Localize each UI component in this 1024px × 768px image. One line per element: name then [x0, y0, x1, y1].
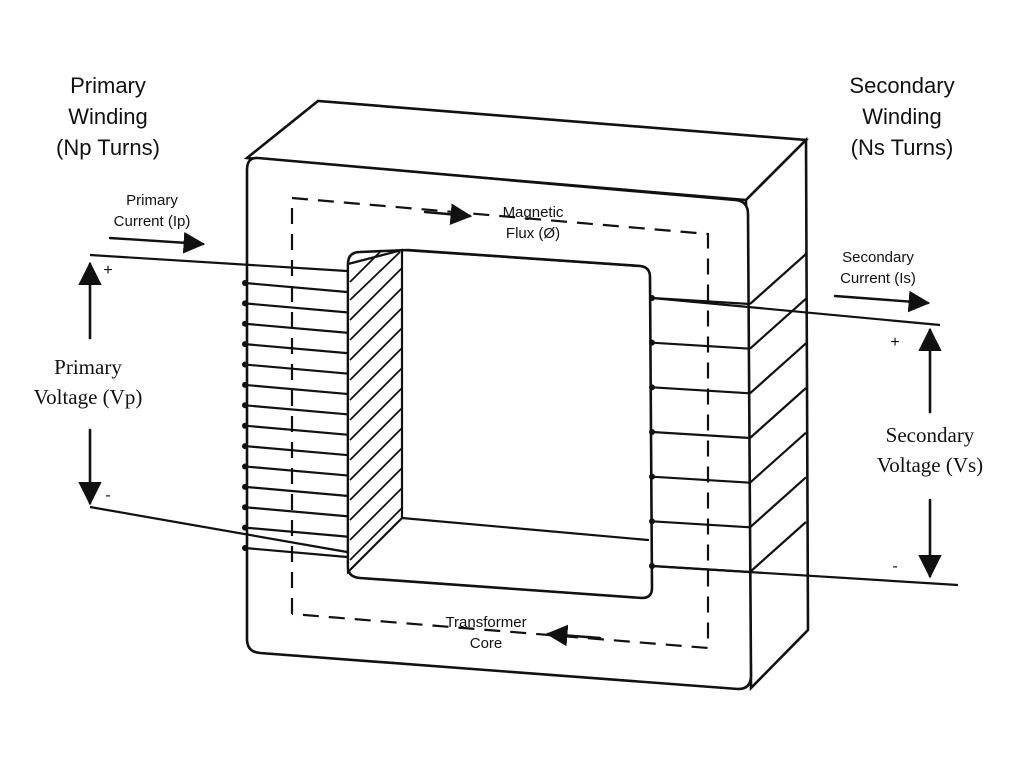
primary-turn	[244, 281, 348, 294]
transformer-core-label-line2: Core	[470, 635, 503, 652]
secondary-current-arrow	[833, 290, 931, 313]
primary-turn	[244, 404, 348, 416]
secondary-turn-wrap	[649, 339, 655, 346]
secondary-turn-wrap	[649, 384, 655, 391]
primary-voltage-label-line1: Primary	[54, 355, 122, 379]
primary-turn	[244, 506, 348, 518]
primary-turn	[244, 465, 348, 477]
secondary-voltage-label-line2: Voltage (Vs)	[877, 453, 983, 477]
magnetic-flux-label-line1: Magnetic	[503, 204, 564, 221]
flux-arrow-top	[423, 203, 473, 226]
primary-voltage-label-line2: Voltage (Vp)	[34, 385, 143, 409]
primary-winding-label-line1: Primary	[70, 73, 146, 98]
core-window-depth	[346, 248, 404, 575]
secondary-current-label-line1: Secondary	[842, 249, 914, 266]
secondary-turn	[651, 386, 751, 395]
primary-lead-top	[89, 253, 348, 273]
primary-winding-label-line3: (Np Turns)	[56, 135, 160, 160]
primary-turn-wrap	[242, 422, 248, 429]
secondary-turn-side	[749, 297, 807, 350]
secondary-turn-side	[749, 387, 807, 439]
primary-winding	[242, 280, 348, 559]
primary-winding-label: Primary Winding (Np Turns)	[56, 73, 160, 160]
secondary-turn	[651, 430, 751, 440]
core-hatching	[349, 251, 403, 561]
secondary-winding-label-line1: Secondary	[849, 73, 954, 98]
primary-turn	[244, 485, 348, 497]
secondary-turn-side	[749, 431, 807, 484]
secondary-lead-top	[651, 296, 941, 327]
magnetic-flux-label: Magnetic Flux (Ø)	[503, 204, 564, 242]
primary-turn-wrap	[242, 280, 248, 286]
secondary-voltage-label-line1: Secondary	[886, 423, 975, 447]
flux-arrow-bottom	[545, 624, 602, 647]
secondary-current-label-line2: Current (Is)	[840, 270, 916, 287]
primary-turn-wrap	[242, 381, 248, 388]
primary-turn-wrap	[242, 524, 248, 531]
primary-turn	[244, 343, 348, 355]
transformer-core	[243, 99, 810, 692]
primary-lead-bottom	[89, 505, 348, 554]
secondary-turn	[651, 475, 751, 484]
primary-turn-wrap	[242, 463, 248, 470]
secondary-voltage-label: Secondary Voltage (Vs)	[877, 423, 983, 477]
secondary-minus-sign: -	[892, 558, 897, 575]
core-window	[346, 248, 654, 600]
secondary-turn-side	[749, 342, 807, 395]
primary-turn-wrap	[242, 443, 248, 450]
secondary-lead-bottom	[651, 564, 959, 587]
secondary-turn-wrap	[649, 518, 655, 525]
primary-turn	[244, 383, 348, 396]
magnetic-flux-label-line2: Flux (Ø)	[506, 225, 560, 242]
secondary-plus-sign: +	[890, 334, 899, 351]
primary-turn	[244, 302, 348, 314]
primary-minus-sign: -	[105, 487, 110, 504]
transformer-core-label: Transformer Core	[445, 614, 526, 652]
secondary-current-label: Secondary Current (Is)	[840, 249, 916, 287]
primary-current-label-line1: Primary	[126, 192, 178, 209]
secondary-turn	[651, 520, 751, 529]
secondary-winding-label-line3: (Ns Turns)	[851, 135, 954, 160]
secondary-turn-wrap	[649, 429, 655, 435]
primary-turn	[244, 363, 348, 375]
primary-current-arrow	[108, 231, 206, 254]
primary-turn	[244, 424, 348, 436]
primary-turn	[244, 546, 348, 559]
secondary-winding-label: Secondary Winding (Ns Turns)	[849, 73, 954, 160]
secondary-winding-label-line2: Winding	[862, 104, 941, 129]
primary-turn	[244, 444, 348, 457]
primary-turn	[244, 526, 348, 538]
transformer-core-label-line1: Transformer	[445, 614, 526, 631]
primary-turn-wrap	[242, 361, 248, 368]
primary-turn-wrap	[242, 483, 248, 490]
primary-winding-label-line2: Winding	[68, 104, 147, 129]
secondary-turn-side	[749, 476, 807, 529]
primary-turn-wrap	[242, 300, 248, 307]
primary-current-label-line2: Current (Ip)	[114, 213, 191, 230]
secondary-turn	[651, 341, 751, 350]
primary-voltage-label: Primary Voltage (Vp)	[34, 355, 143, 409]
primary-current-label: Primary Current (Ip)	[114, 192, 191, 230]
primary-plus-sign: +	[103, 262, 112, 279]
secondary-turn-side	[749, 521, 807, 573]
primary-turn	[244, 322, 348, 334]
primary-turn-wrap	[242, 504, 248, 511]
primary-turn-wrap	[242, 545, 248, 551]
magnetic-flux-path	[290, 196, 710, 650]
primary-turn-wrap	[242, 402, 248, 409]
secondary-turn-wrap	[649, 473, 655, 480]
primary-turn-wrap	[242, 320, 248, 327]
secondary-turn-side	[749, 253, 807, 305]
primary-turn-wrap	[242, 341, 248, 348]
